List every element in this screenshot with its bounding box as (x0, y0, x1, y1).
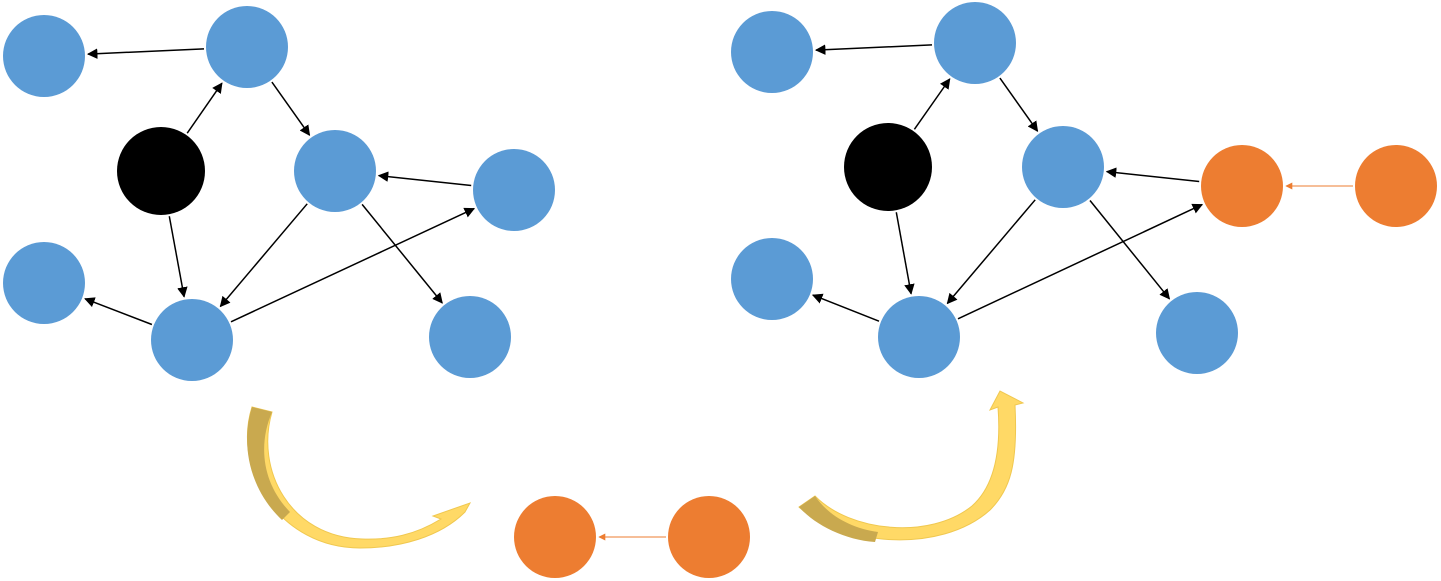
graph-after-edge-n5-to-n4 (1105, 167, 1200, 183)
graph-inserted-pair-node-n10-orange (514, 496, 596, 578)
graph-before-node-n4-blue (294, 130, 376, 212)
graph-before-node-n1-blue (3, 15, 85, 97)
graph-after-node-n2-blue (934, 2, 1016, 84)
graph-before-node-n7-blue (151, 299, 233, 381)
graph-after-edge-n4-to-n8 (1089, 200, 1171, 300)
graph-after-node-n5-orange (1201, 145, 1283, 227)
graph-before-node-n5-blue (473, 149, 555, 231)
curved-arrow-left (247, 406, 472, 549)
graph-after-edge-n2-to-n1 (814, 44, 933, 55)
graph-inserted-pair-node-n11-orange (668, 496, 750, 578)
graph-before-node-n2-blue (206, 6, 288, 88)
graph-after-node-n4-blue (1022, 126, 1104, 208)
graph-after-node-n9-orange (1355, 145, 1437, 227)
graph-before-edge-n2-to-n1 (86, 48, 205, 59)
graph-before-edge-n7-to-n5 (230, 207, 476, 323)
graph-before-edge-n5-to-n4 (377, 171, 472, 187)
graph-after-edge-n3-to-n2 (913, 78, 951, 130)
graph-after-node-n1-blue (731, 11, 813, 93)
graph-after-edge-n7-to-n5 (957, 203, 1204, 320)
graph-before-node-n6-blue (3, 242, 85, 324)
graph-after-edge-n7-to-n6 (811, 293, 880, 322)
graph-after-node-n8-blue (1156, 292, 1238, 374)
curved-arrow-right (798, 390, 1025, 542)
graph-after-edge-n2-to-n4 (999, 77, 1039, 132)
graph-before-edge-n4-to-n7 (219, 203, 308, 308)
graph-before-edge-n3-to-n7 (168, 216, 188, 298)
graph-before-edge-n7-to-n6 (84, 297, 153, 326)
graph-before-node-n3-black (117, 127, 205, 215)
graph-before-edge-n2-to-n4 (271, 81, 311, 136)
graph-after-node-n6-blue (731, 238, 813, 320)
graph-before-node-n8-blue (429, 296, 511, 378)
graph-after-node-n3-black (844, 123, 932, 211)
graph-after-edge-n3-to-n7 (895, 212, 915, 295)
graph-before-edge-n4-to-n8 (361, 203, 443, 304)
graph-after-edge-n4-to-n7 (946, 199, 1036, 305)
graph-after-node-n7-blue (878, 296, 960, 378)
graph-before-edge-n3-to-n2 (186, 82, 223, 134)
